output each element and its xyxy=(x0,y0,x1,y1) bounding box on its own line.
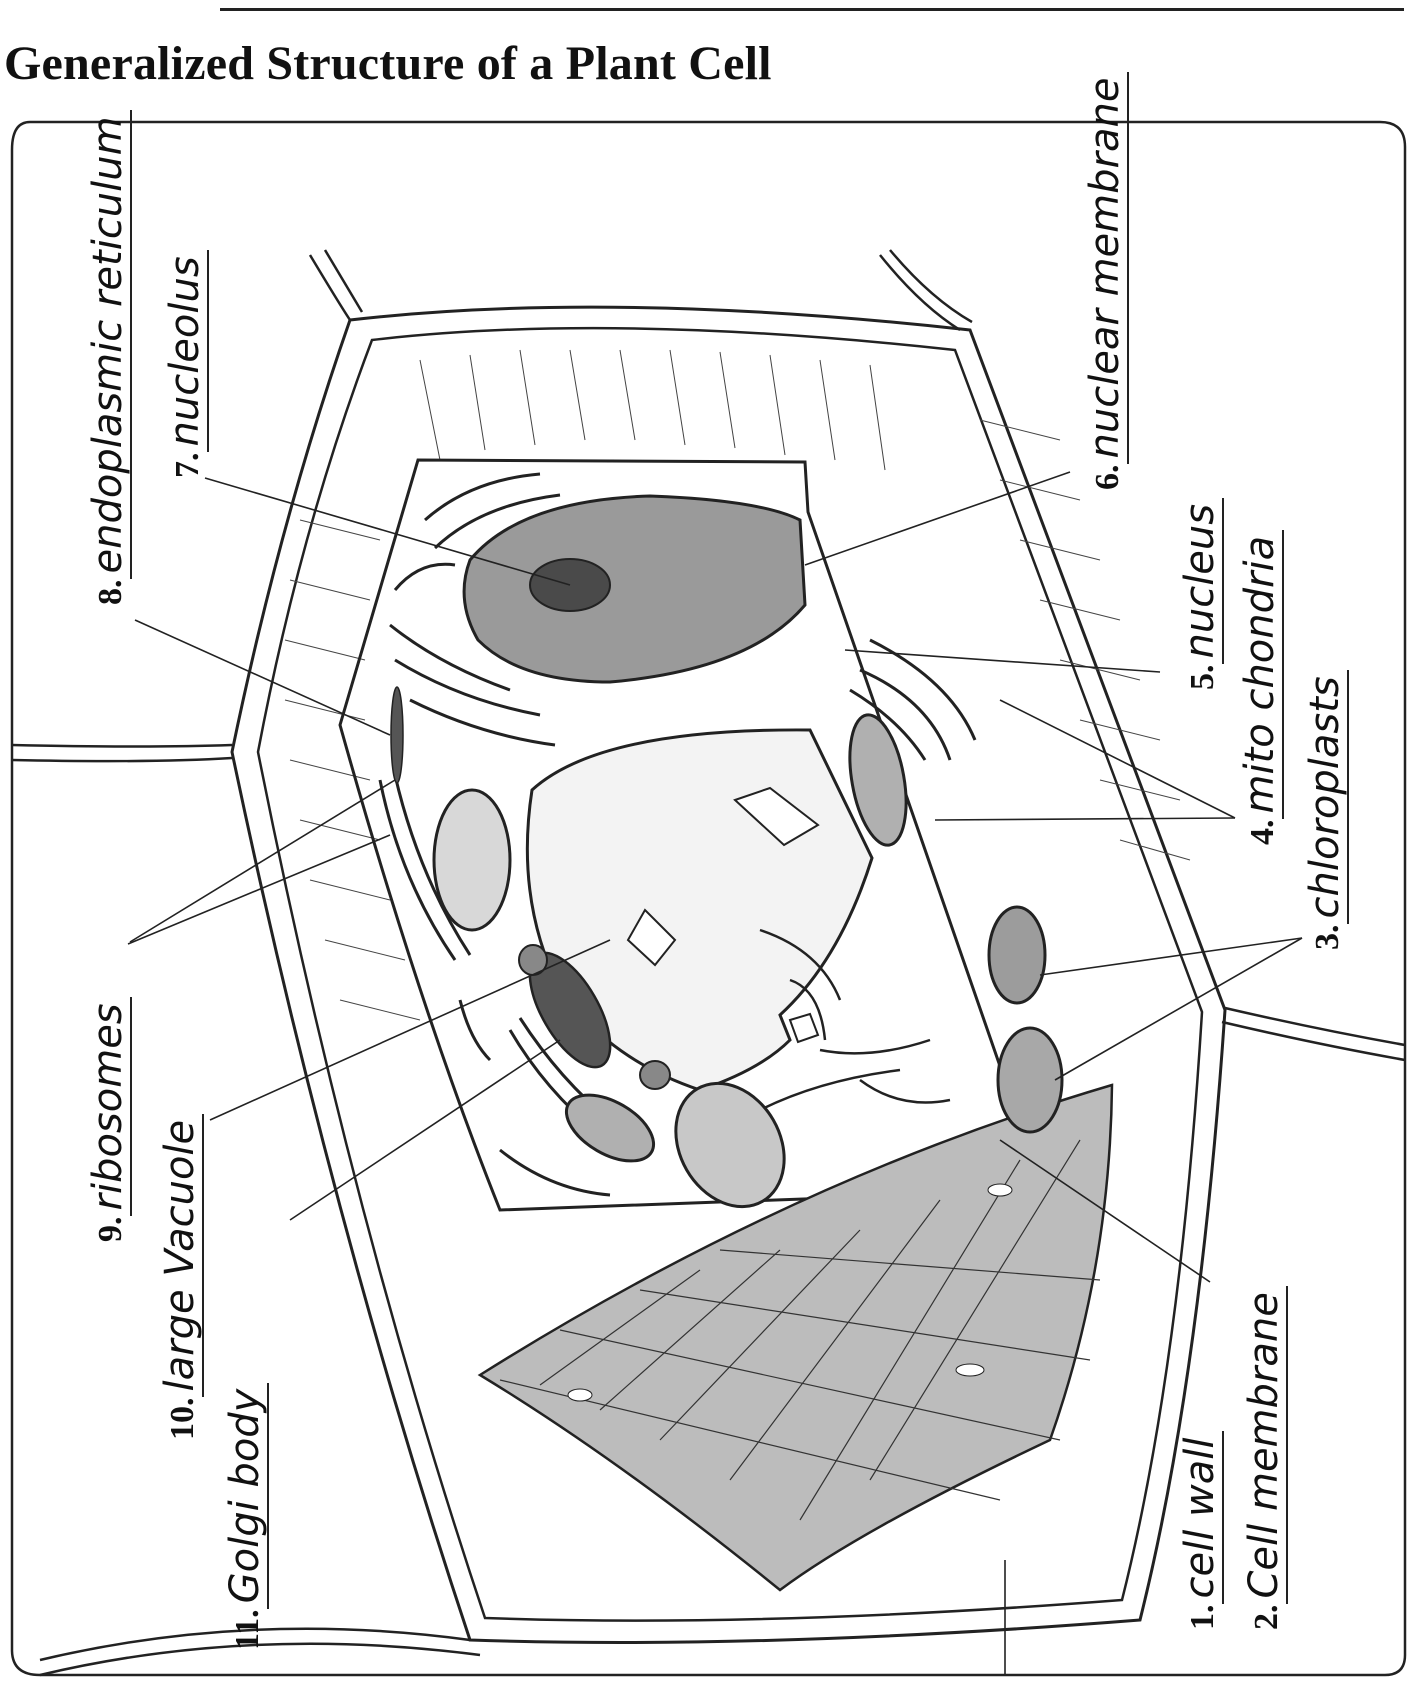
label-2-cell-membrane: 2.Cell membrane xyxy=(1244,1286,1288,1630)
small-vesicle-2 xyxy=(640,1061,670,1089)
chloroplast-3 xyxy=(654,1064,806,1227)
label-5-nucleus: 5.nucleus xyxy=(1180,498,1224,690)
label-3-chloroplasts: 3.chloroplasts xyxy=(1305,670,1349,950)
textured-wall-region xyxy=(480,1085,1112,1590)
crystal-3 xyxy=(790,1014,818,1042)
chloroplast-1 xyxy=(989,907,1045,1003)
label-8-endoplasmic-reticulum: 8.endoplasmic reticulum xyxy=(88,110,132,605)
label-10-large-vacuole: 10.large Vacuole xyxy=(160,1114,204,1440)
mitochondrion-2 xyxy=(555,1081,664,1174)
chloroplast-2 xyxy=(998,1028,1062,1132)
label-7-nucleolus: 7.nucleolus xyxy=(165,250,209,478)
label-9-ribosomes: 9.ribosomes xyxy=(88,997,132,1242)
label-6-nuclear-membrane: 6.nuclear membrane xyxy=(1085,72,1129,490)
label-1-cell-wall: 1.cell wall xyxy=(1180,1432,1224,1631)
label-4-mitochondria: 4.mito chondria xyxy=(1240,530,1284,845)
vesicle xyxy=(434,790,510,930)
label-11-golgi-body: 11.Golgi body xyxy=(225,1383,269,1650)
nucleus xyxy=(464,496,805,682)
ribosome-strand xyxy=(391,687,403,783)
